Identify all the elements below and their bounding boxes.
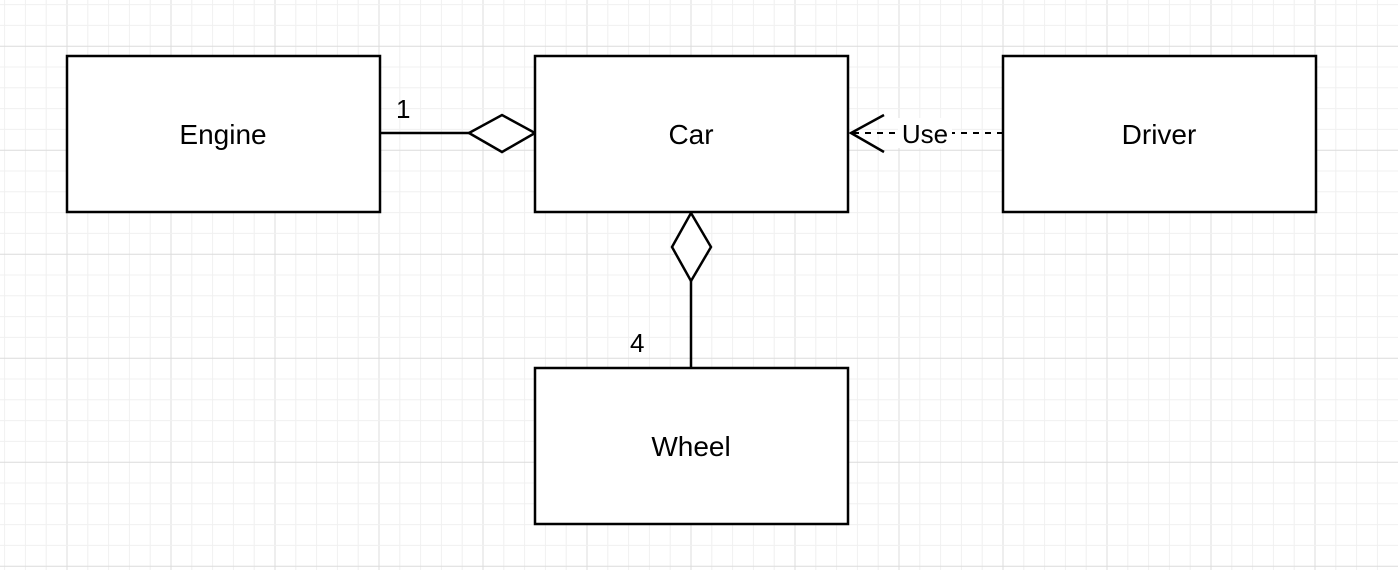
class-driver-label: Driver	[1122, 119, 1197, 150]
class-car[interactable]: Car	[533, 54, 850, 214]
class-car-label: Car	[668, 119, 713, 150]
class-engine-label: Engine	[179, 119, 266, 150]
edge-car-wheel: 4	[630, 210, 713, 368]
class-engine[interactable]: Engine	[65, 54, 382, 214]
edge-engine-car: 1	[380, 94, 538, 154]
dependency-label-use: Use	[902, 119, 948, 149]
multiplicity-wheel: 4	[630, 328, 644, 358]
edge-driver-car: Use	[848, 113, 1003, 154]
class-wheel-label: Wheel	[651, 431, 730, 462]
multiplicity-engine: 1	[396, 94, 410, 124]
open-arrowhead	[848, 113, 885, 154]
class-wheel[interactable]: Wheel	[533, 366, 850, 526]
class-driver[interactable]: Driver	[1001, 54, 1318, 214]
aggregation-diamond-car-bottom	[670, 210, 713, 284]
